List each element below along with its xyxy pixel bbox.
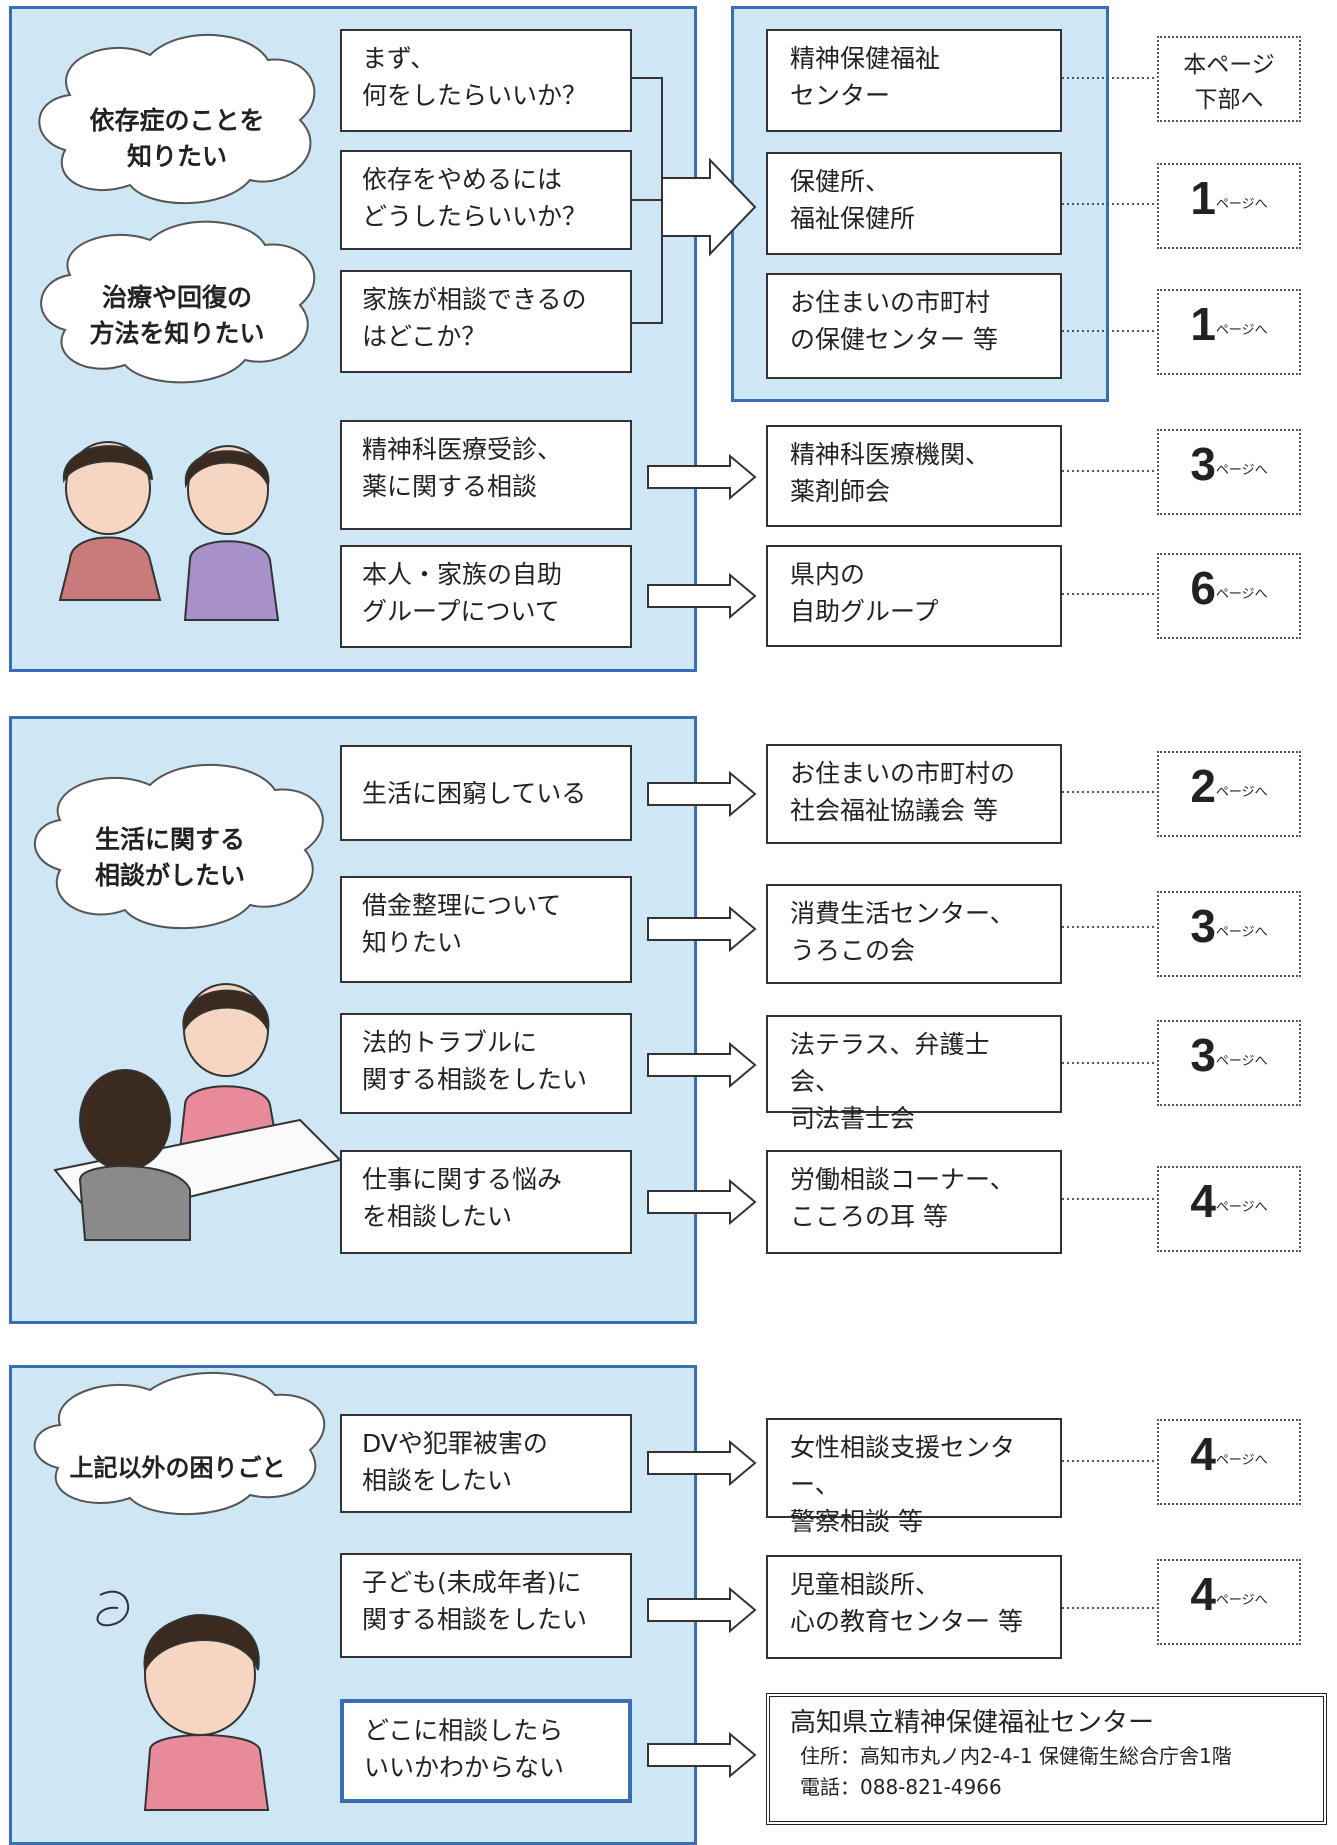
page-number: 4 [1190,1428,1216,1480]
cloud-label-addiction: 依存症のことを 知りたい [89,106,265,171]
page-number: 3 [1190,438,1216,490]
destination-box: 女性相談支援センター、 警察相談 等 [766,1418,1062,1536]
page-suffix: ページへ [1215,1593,1268,1608]
page-number: 1 [1190,298,1216,350]
destination-box: お住まいの市町村の 社会福祉協議会 等 [766,744,1062,844]
page-suffix: ページへ [1215,1453,1268,1468]
page-suffix: ページへ [1215,323,1268,338]
page-number: 2 [1190,760,1216,812]
destination-box: 法テラス、弁護士会、 司法書士会 [766,1015,1062,1133]
arrow-icon [647,1586,757,1634]
people-illustration-2 [53,983,342,1241]
page-number: 6 [1190,562,1216,614]
arrow-icon [647,1041,757,1089]
destination-box: お住まいの市町村 の保健センター 等 [766,273,1062,379]
cloud-shape [33,1371,326,1516]
arrow-icon [647,770,757,818]
page-ref-box: 3ページへ [1157,891,1301,977]
center-info-address: 住所：高知市丸ノ内2-4-1 保健衛生総合庁舎1階 [800,1744,1232,1768]
page-ref-box: 4ページへ [1157,1419,1301,1505]
question-box: まず、 何をしたらいいか？ [340,29,632,132]
destination-box: 消費生活センター、 うろこの会 [766,884,1062,984]
page-ref-box: 本ページ 下部へ [1157,36,1301,122]
page-suffix: ページへ [1215,785,1268,800]
people-illustration-1 [58,441,280,621]
cloud-shape [33,763,324,930]
arrow-icon [647,1731,757,1779]
page-ref-box: 4ページへ [1157,1559,1301,1645]
question-box: DVや犯罪被害の 相談をしたい [340,1414,632,1513]
page-number: 3 [1190,900,1216,952]
question-box: 生活に困窮している [340,745,632,841]
question-box: 子ども(未成年者)に 関する相談をしたい [340,1553,632,1658]
center-info-phone: 電話：088-821-4966 [800,1775,1002,1799]
destination-box: 労働相談コーナー、 こころの耳 等 [766,1150,1062,1254]
arrow-icon [647,905,757,953]
question-box: 依存をやめるには どうしたらいいか？ [340,150,632,250]
question-box: 法的トラブルに 関する相談をしたい [340,1013,632,1114]
arrow-icon [647,1439,757,1487]
page-suffix: ページへ [1215,197,1268,212]
question-box: 仕事に関する悩み を相談したい [340,1150,632,1254]
cloud-shape [40,220,316,384]
question-box: どこに相談したら いいかわからない [340,1699,632,1803]
page-ref-box: 3ページへ [1157,429,1301,515]
destination-box: 県内の 自助グループ [766,545,1062,647]
page-ref-box: 1ページへ [1157,289,1301,375]
page-ref-box: 1ページへ [1157,163,1301,249]
destination-box: 精神保健福祉 センター [766,29,1062,132]
center-info-title: 高知県立精神保健福祉センター [790,1708,1155,1738]
page-number: 4 [1190,1568,1216,1620]
cloud-shape [38,33,316,205]
person-illustration-3 [96,1590,270,1811]
page-number: 3 [1190,1029,1216,1081]
arrow-icon [647,1178,757,1226]
page-ref-box: 4ページへ [1157,1166,1301,1252]
cloud-label-life: 生活に関する 相談がしたい [94,825,245,890]
page-suffix: ページへ [1215,587,1268,602]
arrow-icon [647,572,757,620]
question-box: 精神科医療受診、 薬に関する相談 [340,420,632,530]
question-box: 家族が相談できるの はどこか？ [340,270,632,373]
page-suffix: ページへ [1215,463,1268,478]
page-ref-box: 3ページへ [1157,1020,1301,1106]
destination-box: 保健所、 福祉保健所 [766,152,1062,255]
page-ref-text: 本ページ 下部へ [1183,52,1275,113]
destination-box: 精神科医療機関、 薬剤師会 [766,425,1062,527]
cloud-label-treatment: 治療や回復の 方法を知りたい [89,283,265,348]
page-ref-box: 6ページへ [1157,553,1301,639]
arrow-icon [647,453,757,501]
page-suffix: ページへ [1215,1200,1268,1215]
destination-box: 児童相談所、 心の教育センター 等 [766,1555,1062,1659]
question-box: 借金整理について 知りたい [340,876,632,983]
question-box: 本人・家族の自助 グループについて [340,545,632,648]
page-number: 4 [1190,1175,1216,1227]
page-number: 1 [1190,172,1216,224]
page-suffix: ページへ [1215,1054,1268,1069]
center-info-box: 高知県立精神保健福祉センター 住所：高知市丸ノ内2-4-1 保健衛生総合庁舎1階… [766,1693,1327,1825]
cloud-label-other: 上記以外の困りごと [69,1454,286,1482]
page-ref-box: 2ページへ [1157,751,1301,837]
page-suffix: ページへ [1215,925,1268,940]
big-arrow-icon [661,157,757,257]
